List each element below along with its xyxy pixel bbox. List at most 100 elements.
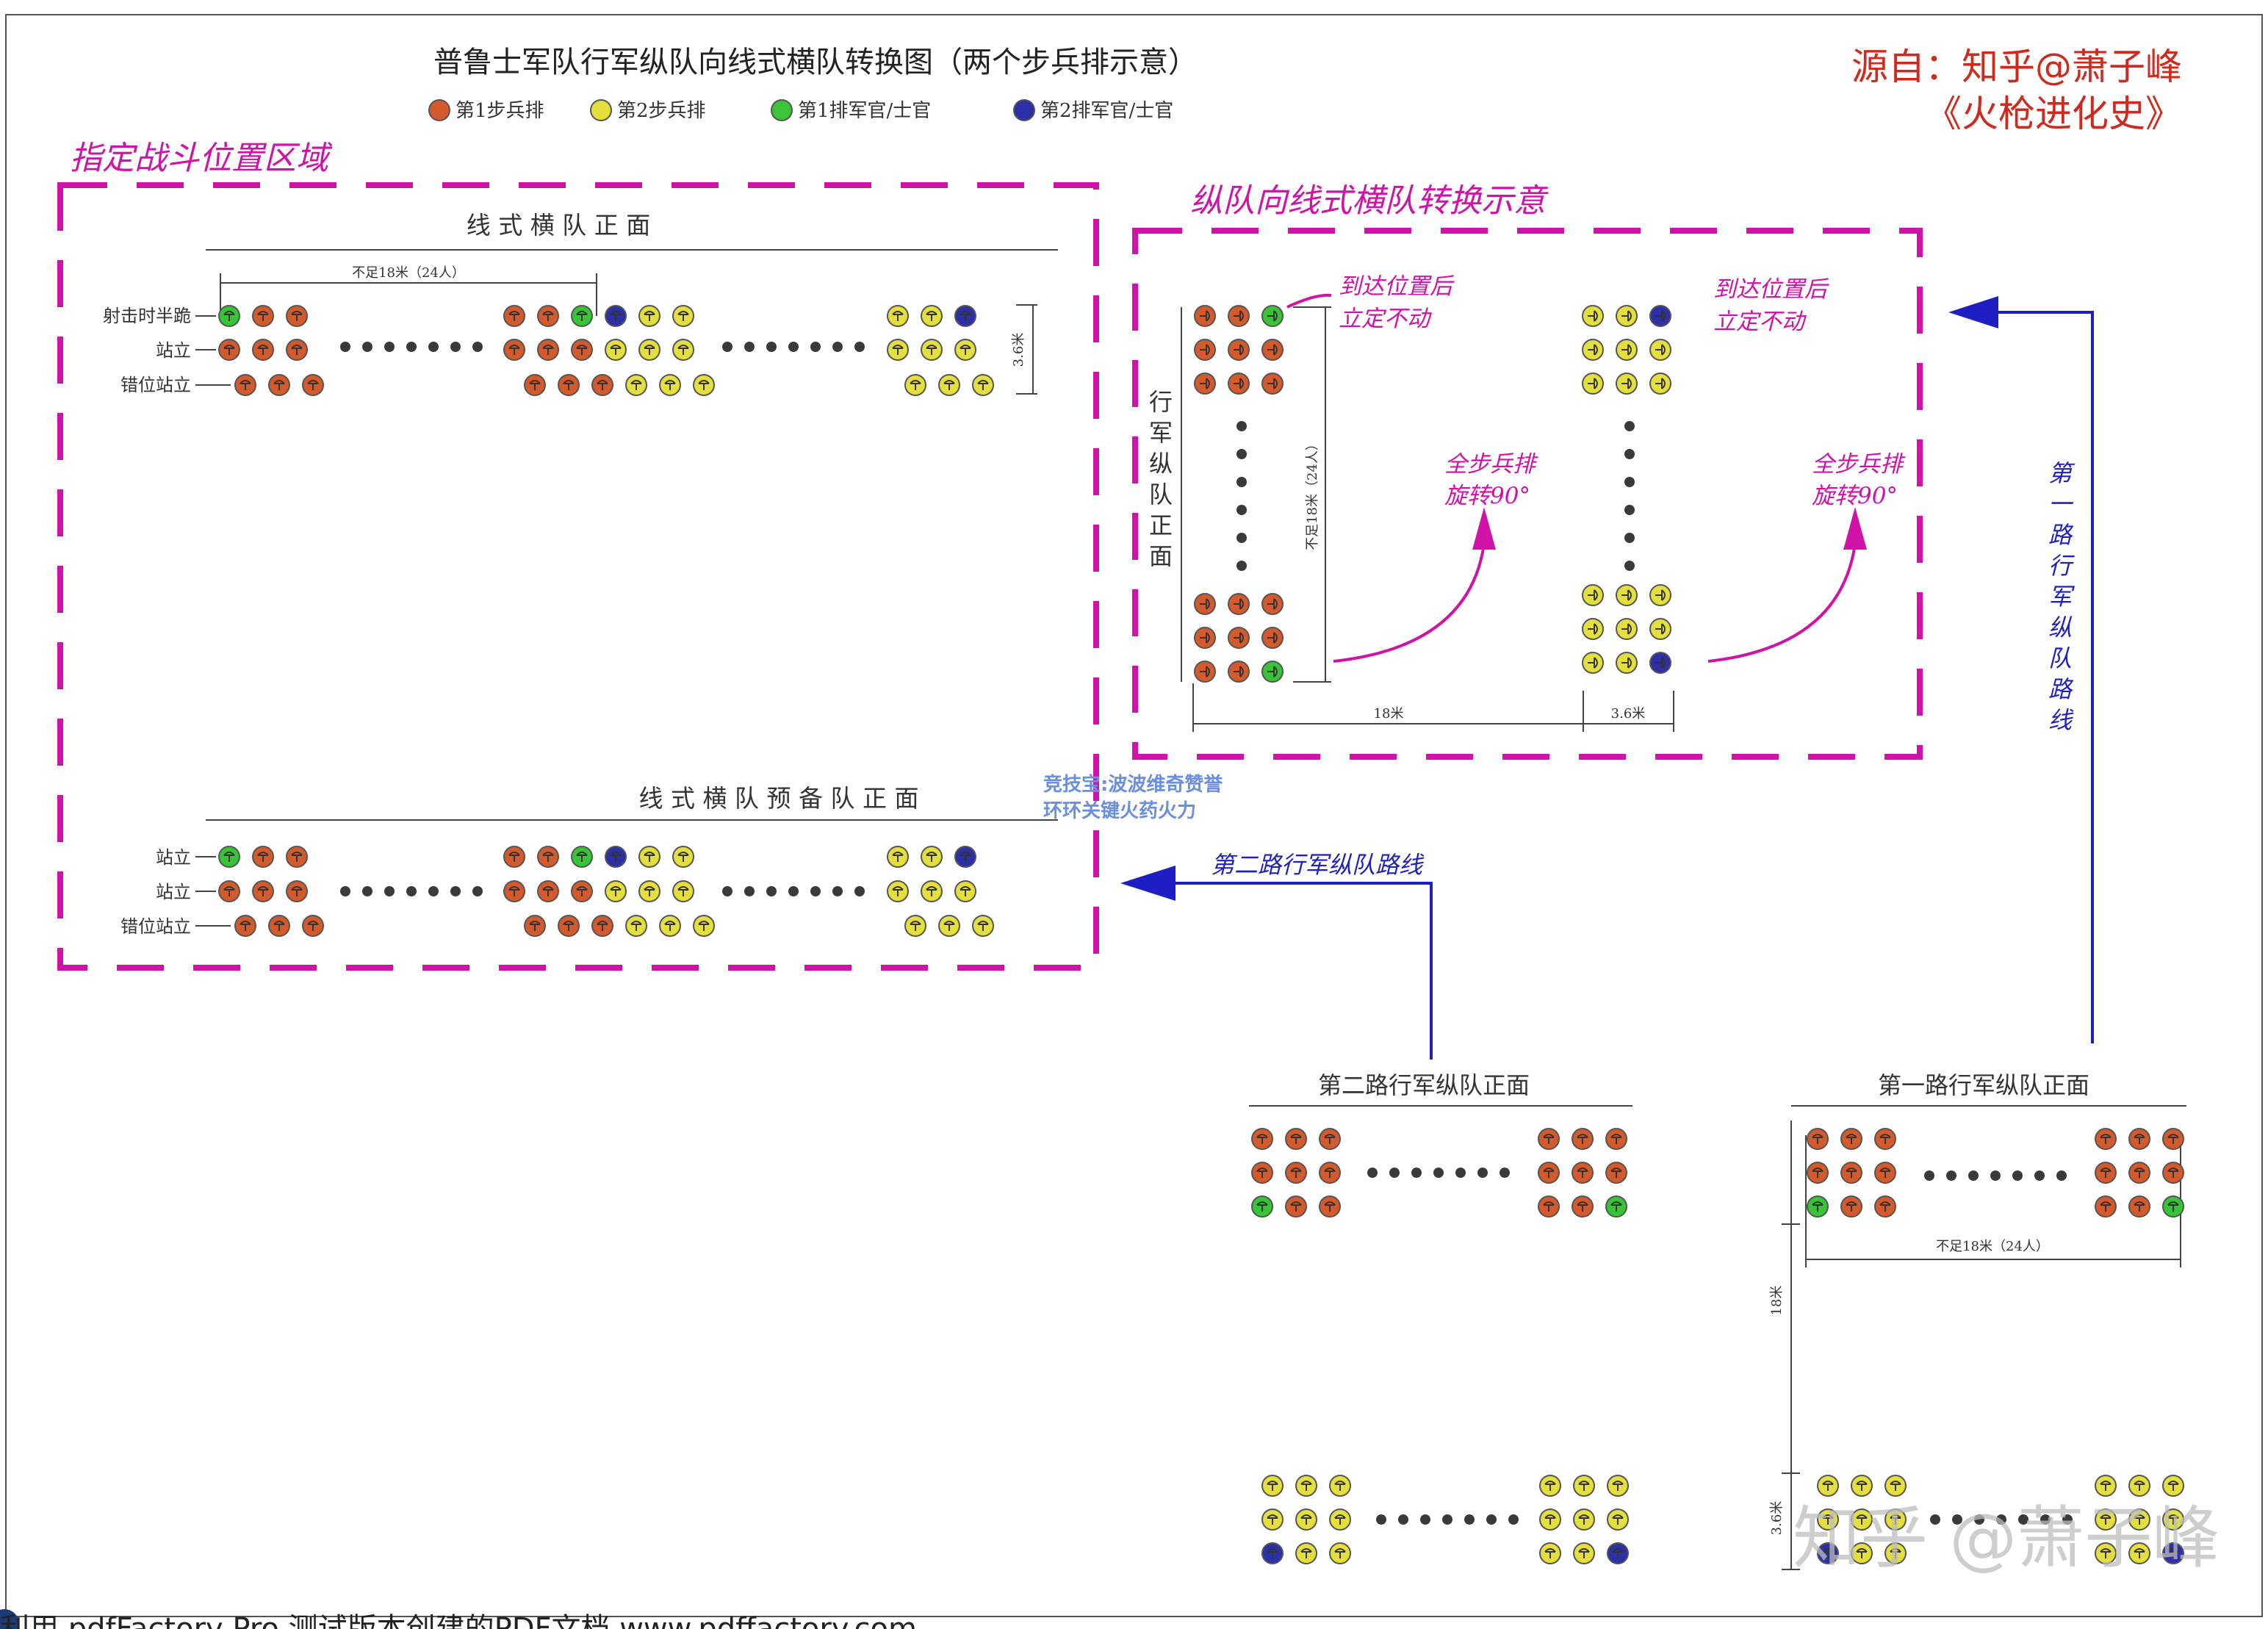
- soldier-icon: [1807, 1128, 1829, 1150]
- soldier-icon: [1329, 1542, 1351, 1564]
- ellipsis-dot: [1442, 1514, 1452, 1525]
- soldier-icon: [904, 915, 926, 937]
- soldier-icon: [1817, 1475, 1839, 1497]
- combat-area-label: 指定战斗位置区域: [70, 140, 333, 177]
- ellipsis-dot: [1236, 449, 1247, 459]
- soldier-icon: [1607, 1542, 1629, 1564]
- soldier-icon: [268, 915, 290, 937]
- soldier-icon: [1607, 1475, 1629, 1497]
- ellipsis-dot: [722, 342, 732, 352]
- legend-item: 第2排军官/士官: [1013, 99, 1173, 122]
- ellipsis-dot: [428, 342, 439, 352]
- rotate-note-2b: 旋转90°: [1812, 483, 1898, 509]
- ellipsis-dot: [1376, 1514, 1386, 1525]
- soldier-icon: [2162, 1128, 2184, 1150]
- side-measure-label: 不足18米（24人）: [1305, 437, 1320, 550]
- vertical-label-char: 第: [2048, 459, 2076, 487]
- soldier-icon: [1874, 1195, 1896, 1218]
- soldier-icon: [1538, 1128, 1560, 1150]
- soldier-icon: [1616, 652, 1638, 674]
- depth-label: 3.6米: [1011, 333, 1026, 367]
- soldier-icon: [524, 915, 546, 937]
- soldier-icon: [1261, 593, 1284, 615]
- ellipsis-dot: [810, 886, 821, 896]
- ellipsis-dot: [1367, 1168, 1378, 1178]
- vertical-label-char: 路: [2048, 675, 2074, 703]
- soldier-icon: [1817, 1508, 1839, 1531]
- soldier-icon: [1874, 1128, 1896, 1150]
- soldier-icon: [972, 915, 994, 937]
- route1-line: [1998, 311, 2094, 1043]
- soldier-icon: [1251, 1195, 1273, 1218]
- ellipsis-dot: [362, 886, 372, 896]
- soldier-icon: [1616, 584, 1638, 606]
- ellipsis-dot: [1477, 1168, 1488, 1178]
- soldier-icon: [1228, 373, 1250, 395]
- soldier-icon: [1261, 627, 1284, 649]
- soldier-icon: [1649, 618, 1671, 640]
- diagram-title: 普鲁士军队行军纵队向线式横队转换图（两个步兵排示意）: [433, 46, 1198, 79]
- ellipsis-dot: [428, 886, 439, 896]
- vertical-label-char: 军: [1149, 419, 1173, 447]
- ellipsis-dot: [1990, 1170, 2001, 1181]
- soldier-icon: [1649, 584, 1671, 606]
- soldier-icon: [887, 339, 909, 361]
- soldier-icon: [1329, 1508, 1351, 1531]
- soldier-icon: [1538, 1162, 1560, 1184]
- soldier-icon: [252, 305, 274, 327]
- soldier-icon: [1582, 584, 1604, 606]
- soldier-icon: [571, 880, 593, 902]
- vertical-label-char: 行: [1149, 388, 1173, 416]
- soldier-icon: [1228, 593, 1250, 615]
- soldier-icon: [954, 339, 976, 361]
- soldier-icon: [218, 339, 240, 361]
- ellipsis-dot: [384, 342, 395, 352]
- soldier-icon: [1649, 652, 1671, 674]
- legend-item: 第2步兵排: [590, 99, 706, 122]
- soldier-icon: [887, 846, 909, 868]
- soldier-icon: [1649, 373, 1671, 395]
- soldier-icon: [1807, 1195, 1829, 1218]
- soldier-icon: [972, 374, 994, 396]
- reserve-row-label-stand: 站立: [156, 847, 191, 868]
- ellipsis-dot: [1420, 1514, 1430, 1525]
- soldier-icon: [954, 305, 976, 327]
- soldier-icon: [1851, 1542, 1873, 1564]
- soldier-icon: [1539, 1475, 1561, 1497]
- route2-front-label: 第二路行军纵队正面: [1318, 1071, 1530, 1099]
- source-credit: 源自：知乎@萧子峰: [1851, 46, 2182, 88]
- soldier-icon: [2162, 1162, 2184, 1184]
- ellipsis-dot: [1946, 1170, 1956, 1181]
- soldier-icon: [1319, 1128, 1341, 1150]
- ellipsis-dot: [1500, 1168, 1510, 1178]
- soldier-icon: [638, 846, 660, 868]
- ellipsis-dot: [1389, 1168, 1400, 1178]
- small-watermark-1: 竞技宝:波波维奇赞誉: [1043, 773, 1223, 796]
- legend-label: 第2步兵排: [617, 100, 706, 122]
- route2-label: 第二路行军纵队路线: [1211, 851, 1425, 879]
- vertical-label-char: 路: [2048, 521, 2074, 549]
- soldier-icon: [672, 846, 694, 868]
- soldier-icon: [938, 374, 960, 396]
- ellipsis-dot: [1924, 1170, 1934, 1181]
- reserve-row-label-stand: 站立: [156, 882, 191, 902]
- legend-label: 第2排军官/士官: [1040, 100, 1173, 122]
- route1-depth36-label: 3.6米: [1769, 1501, 1785, 1536]
- ellipsis-dot: [1236, 533, 1247, 543]
- ellipsis-dot: [2034, 1170, 2045, 1181]
- soldier-icon: [1649, 305, 1671, 327]
- soldier-icon: [218, 305, 240, 327]
- ellipsis-dot: [362, 342, 372, 352]
- ellipsis-dot: [1236, 561, 1247, 571]
- vertical-label-char: 面: [1149, 542, 1173, 570]
- soldier-icon: [1539, 1542, 1561, 1564]
- vertical-label-char: 正: [1149, 511, 1173, 539]
- soldier-icon: [2095, 1128, 2117, 1150]
- vertical-label-char: 一: [2048, 490, 2074, 518]
- ellipsis-dot: [1508, 1514, 1519, 1525]
- ellipsis-dot: [1624, 533, 1635, 543]
- soldier-icon: [1582, 652, 1604, 674]
- soldier-icon: [1649, 339, 1671, 361]
- ellipsis-dot: [744, 342, 755, 352]
